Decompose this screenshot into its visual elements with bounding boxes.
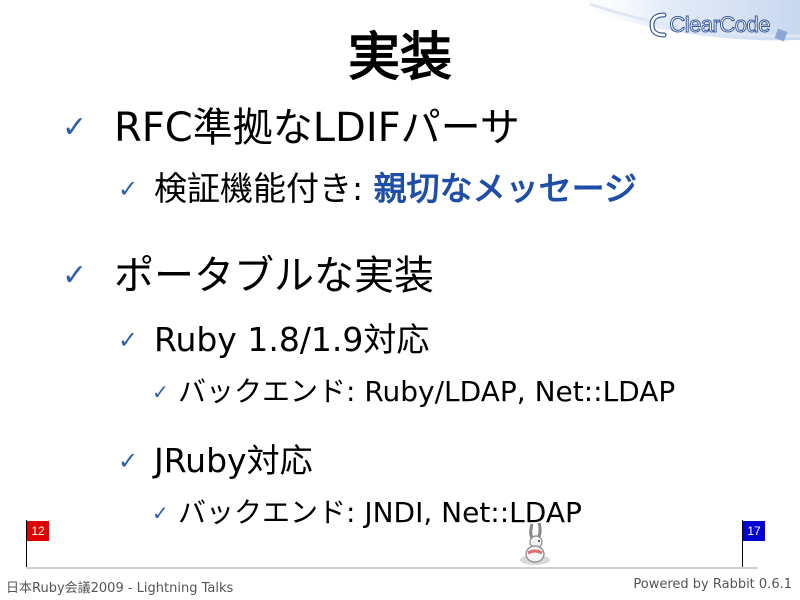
- bullet-ruby-versions: ✓ Ruby 1.8/1.9対応: [118, 319, 429, 361]
- check-icon: ✓: [62, 258, 88, 293]
- current-page-flag-pole: [26, 520, 27, 568]
- check-icon: ✓: [118, 175, 139, 203]
- bullet-text: 検証機能付き:: [154, 169, 374, 208]
- emphasis-text: 親切なメッセージ: [373, 169, 637, 208]
- slide-title: 実装: [347, 28, 452, 88]
- total-pages-flag-pole: [742, 520, 743, 568]
- bullet-backend-ruby: ✓ バックエンド: Ruby/LDAP, Net::LDAP: [152, 374, 675, 410]
- bullet-text: バックエンド: JNDI, Net::LDAP: [178, 496, 582, 529]
- check-icon: ✓: [62, 110, 88, 145]
- bullet-text: ポータブルな実装: [114, 253, 434, 299]
- check-icon: ✓: [118, 447, 139, 475]
- rabbit-icon: [520, 522, 550, 565]
- bullet-text: バックエンド: Ruby/LDAP, Net::LDAP: [178, 375, 676, 408]
- bullet-text: RFC準拠なLDIFパーサ: [114, 105, 520, 151]
- bullet-text: JRuby対応: [154, 441, 313, 480]
- bullet-portable: ✓ ポータブルな実装: [62, 252, 434, 300]
- check-icon: ✓: [152, 380, 169, 404]
- bullet-jruby: ✓ JRuby対応: [118, 440, 313, 482]
- header-banner-decoration: [570, 0, 800, 42]
- progress-baseline: [26, 567, 758, 569]
- logo-text: ClearCode: [669, 12, 771, 38]
- footer-event-name: 日本Ruby会議2009 - Lightning Talks: [6, 581, 234, 596]
- current-page-flag: 12: [27, 521, 49, 541]
- bullet-text: Ruby 1.8/1.9対応: [154, 320, 430, 359]
- bullet-backend-jndi: ✓ バックエンド: JNDI, Net::LDAP: [152, 495, 582, 531]
- check-icon: ✓: [152, 501, 169, 525]
- logo-c-icon: [649, 12, 667, 38]
- bullet-validation: ✓ 検証機能付き: 親切なメッセージ: [118, 168, 637, 210]
- check-icon: ✓: [118, 326, 139, 354]
- total-pages-flag: 17: [743, 521, 765, 541]
- footer-powered-by: Powered by Rabbit 0.6.1: [633, 577, 792, 592]
- bullet-rfc-parser: ✓ RFC準拠なLDIFパーサ: [62, 104, 520, 152]
- clearcode-logo: ClearCode: [649, 8, 771, 42]
